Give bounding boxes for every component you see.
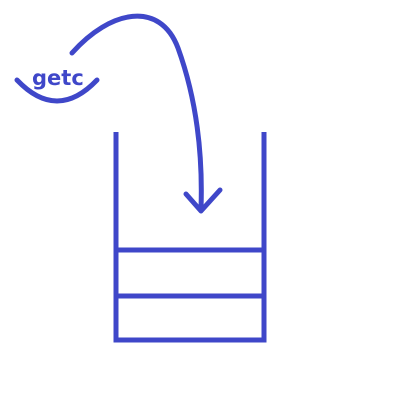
arrowhead bbox=[183, 187, 223, 214]
getc-label: getc bbox=[32, 66, 84, 90]
arrow-curve bbox=[69, 13, 204, 212]
label-arc bbox=[14, 77, 100, 104]
stack-container bbox=[113, 132, 267, 343]
